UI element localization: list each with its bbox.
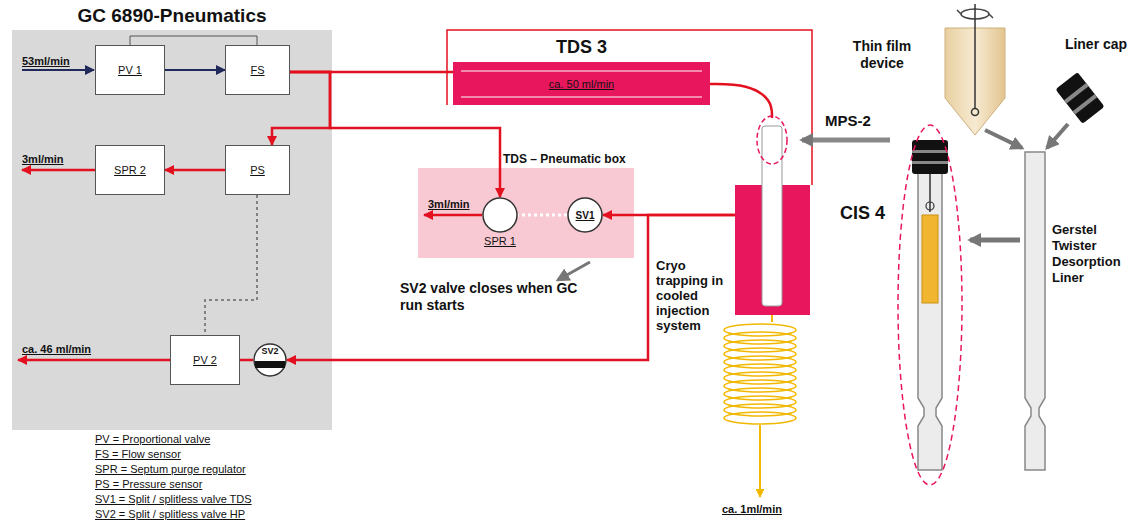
desorption-liner	[1025, 152, 1045, 470]
node-label: PS	[250, 164, 265, 176]
drawing-part	[724, 412, 796, 424]
node-label: SV1	[576, 210, 595, 221]
feed-arrow	[1047, 124, 1068, 148]
callout-note: SV2 valve closes when GC run starts	[400, 280, 590, 314]
drawing-part	[912, 150, 948, 153]
flow-rate: 3ml/min	[22, 153, 64, 165]
node-label: FS	[250, 64, 264, 76]
legend-entry: FS = Flow sensor	[95, 448, 181, 460]
drawing-part	[922, 215, 938, 303]
node-label: GC 6890-Pneumatics	[12, 5, 332, 27]
purge-regulator: SPR 1	[482, 197, 518, 233]
outlet-arrow	[424, 214, 482, 217]
node-text: ca. 50 ml/min	[549, 78, 614, 90]
flow-sensor: FS	[225, 45, 290, 95]
drawing-part	[898, 125, 962, 485]
node-label: SPR 2	[114, 164, 146, 176]
drawing-part	[926, 202, 934, 210]
drawing-part	[762, 126, 782, 306]
node-label: SV2	[249, 346, 291, 356]
thin-film-device	[945, 4, 1005, 135]
drawing-part	[912, 140, 948, 174]
outlet-arrow	[22, 169, 95, 172]
callout-note: Cryo trapping in cooled injection system	[656, 258, 736, 333]
drawing-part	[1064, 83, 1089, 103]
injection-system-shape	[735, 118, 810, 315]
part-name: MPS-2	[825, 112, 871, 129]
flow-rate: 3ml/min	[428, 198, 470, 210]
drawing-part	[1055, 72, 1104, 124]
node-label: TDS – Pneumatic box	[503, 152, 626, 166]
drawing-part	[757, 116, 787, 164]
tds-outline	[447, 30, 812, 185]
drawing-part	[929, 174, 931, 212]
proportional-valve: PV 1	[95, 45, 165, 95]
legend-entry: SV1 = Split / splitless valve TDS	[95, 493, 252, 505]
flow-line	[518, 214, 567, 217]
flow-line	[165, 169, 225, 172]
gc-panel: GC 6890-PneumaticsPV 1FSSPR 2PSPV 2SV2	[12, 30, 332, 430]
drawing-part	[918, 160, 942, 470]
drawing-part	[461, 71, 702, 97]
flow-line	[165, 69, 225, 71]
flow-rate: ca. 46 ml/min	[22, 343, 91, 355]
drawing-part	[912, 161, 948, 164]
drawing-part	[255, 361, 285, 368]
flow-rate: 53ml/min	[22, 55, 70, 67]
proportional-valve: PV 2	[170, 335, 240, 385]
callout-arrow	[558, 262, 590, 280]
drawing-part	[974, 4, 976, 108]
part-name: Liner cap	[1060, 36, 1132, 53]
drawing-part	[1073, 94, 1098, 114]
flow-line	[240, 359, 253, 362]
gc-panel-ground	[12, 30, 332, 430]
part-name: Gerstel Twister Desorption Liner	[1052, 222, 1134, 286]
legend-entry: PV = Proportional valve	[95, 433, 210, 445]
flow-line	[205, 195, 257, 335]
node-label: PV 1	[118, 64, 142, 76]
column-coil	[724, 324, 796, 424]
legend-entry: PS = Pressure sensor	[95, 478, 202, 490]
legend-entry: SPR = Septum purge regulator	[95, 463, 246, 475]
pneumatic-box-ground	[418, 168, 634, 258]
drawing-part	[972, 109, 979, 116]
outlet-arrow	[18, 359, 170, 362]
inlet-arrow	[22, 69, 94, 71]
mps-arrow	[802, 138, 890, 143]
loaded-liner	[898, 125, 962, 485]
capillary-column	[759, 425, 761, 497]
flow-line	[287, 215, 735, 360]
split-valve: SV2	[253, 343, 287, 377]
part-name: Thin film device	[832, 38, 932, 72]
injection-system: CIS 4	[735, 118, 810, 315]
node-label: TDS 3	[453, 37, 710, 58]
sensor-link	[130, 36, 257, 45]
purge-regulator: SPR 2	[95, 145, 165, 195]
load-arrow	[970, 238, 1020, 243]
drawing-part	[568, 198, 602, 232]
drawing-part	[483, 198, 517, 232]
flow-line	[710, 84, 772, 118]
pressure-sensor: PS	[225, 145, 290, 195]
split-valve: SV1	[567, 197, 603, 233]
flow-rate: ca. 1ml/min	[722, 503, 782, 515]
legend-entry: SV2 = Split / splitless valve HP	[95, 508, 245, 520]
feed-arrow	[985, 130, 1022, 148]
node-label: CIS 4	[840, 203, 885, 224]
liner-cap	[1055, 72, 1104, 124]
purge-regulator-shape	[482, 197, 518, 233]
node-label: SPR 1	[462, 235, 538, 247]
pneumatic-box: TDS – Pneumatic boxSPR 1SV1	[418, 168, 634, 258]
node-label: PV 2	[193, 354, 217, 366]
desorption-unit: TDS 3ca. 50 ml/min	[453, 62, 710, 105]
